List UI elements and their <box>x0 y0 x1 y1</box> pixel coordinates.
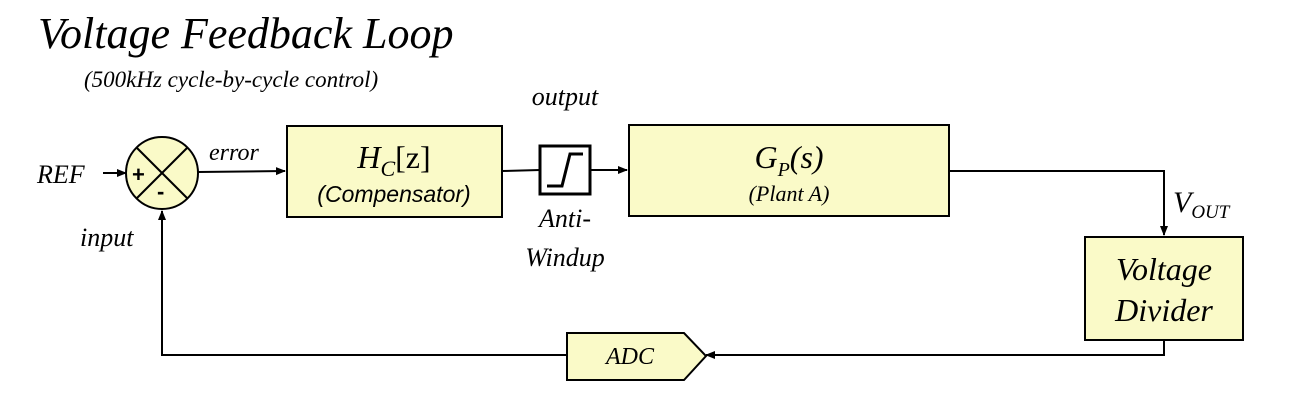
ref-label: REF <box>36 160 86 189</box>
anti-windup-label-line2: Windup <box>525 243 604 272</box>
anti-windup-label-line1: Anti- <box>537 204 591 233</box>
vout-arrow <box>949 170 1168 236</box>
divider-label-line2: Divider <box>1114 292 1213 328</box>
divider-label-line1: Voltage <box>1116 251 1212 287</box>
compensator-name: HC[z] <box>356 139 430 181</box>
feedback-arrow <box>158 210 567 356</box>
input-label: input <box>80 223 134 252</box>
saturation-limiter-icon <box>538 144 592 196</box>
plant-block: GP(s) (Plant A) <box>628 124 950 217</box>
divider-to-adc-arrow <box>705 340 1165 359</box>
compensator-output-line <box>501 169 541 172</box>
diagram-title: Voltage Feedback Loop <box>38 9 453 58</box>
output-label: output <box>532 82 599 111</box>
summing-junction-icon: + - <box>125 136 199 210</box>
error-arrow <box>197 167 286 176</box>
plus-sign: + <box>132 162 145 187</box>
compensator-caption: (Compensator) <box>317 181 470 207</box>
minus-sign: - <box>157 179 164 204</box>
plant-caption: (Plant A) <box>749 181 830 206</box>
plant-name: GP(s) <box>754 139 823 181</box>
vout-label: VOUT <box>1173 186 1231 223</box>
voltage-divider-block: Voltage Divider <box>1084 236 1244 341</box>
diagram-subtitle: (500kHz cycle-by-cycle control) <box>84 67 378 92</box>
compensator-block: HC[z] (Compensator) <box>286 125 503 218</box>
adc-block: ADC <box>566 332 708 381</box>
adc-label: ADC <box>604 344 655 370</box>
error-label: error <box>209 140 259 166</box>
